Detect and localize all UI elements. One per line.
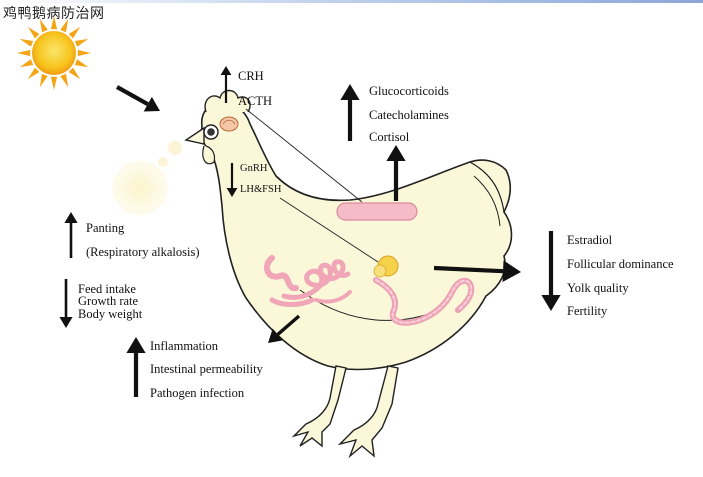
sun-ray: [50, 16, 58, 30]
cortisol-up-arrow: [386, 145, 406, 201]
label-alkalosis: (Respiratory alkalosis): [86, 245, 200, 259]
label-lhfsh: LH&FSH: [240, 184, 282, 195]
hen-legs: [291, 365, 399, 459]
glucocorticoids-up-arrow: [340, 84, 360, 141]
eye-icon: [203, 124, 219, 140]
label-intestinal-permeability: Intestinal permeability: [150, 362, 263, 376]
intestine-outward-arrow: [268, 314, 301, 343]
sun-ray: [68, 67, 81, 80]
label-pathogen-infection: Pathogen infection: [150, 386, 245, 400]
sun-heat-arrow: [115, 85, 160, 112]
label-panting: Panting: [86, 221, 125, 235]
label-acth: ACTH: [238, 94, 273, 108]
sun-ray: [60, 73, 69, 88]
sun-ray: [17, 49, 31, 57]
sun-ray: [19, 38, 34, 47]
reproduction-outward-arrow: [433, 260, 521, 282]
sun-ray: [77, 49, 91, 57]
top-gradient-bar: [0, 0, 703, 3]
panting-up-arrow: [64, 212, 78, 258]
gnrh-lhfsh-down-arrow: [226, 163, 238, 197]
label-estradiol: Estradiol: [567, 233, 613, 247]
label-follicular-dominance: Follicular dominance: [567, 257, 674, 271]
sun-ray: [74, 59, 89, 68]
intestine-organ: [263, 255, 352, 307]
label-yolk-quality: Yolk quality: [567, 281, 629, 295]
sun-ray: [60, 18, 69, 33]
sun-ray: [27, 67, 40, 80]
sun-ray: [39, 18, 48, 33]
label-gnrh: GnRH: [240, 163, 268, 174]
sun-ray: [27, 26, 40, 39]
label-inflammation: Inflammation: [150, 339, 219, 353]
label-fertility: Fertility: [567, 304, 608, 318]
sun-ray: [19, 59, 34, 68]
label-crh: CRH: [238, 69, 264, 83]
label-growth-rate: Growth rate: [78, 294, 139, 308]
arrows: [59, 66, 561, 397]
label-catecholamines: Catecholamines: [369, 108, 449, 122]
ovary-oviduct: [373, 255, 475, 326]
sun-ray: [74, 38, 89, 47]
label-feed-intake: Feed intake: [78, 282, 136, 296]
sun-icon: [17, 16, 91, 90]
label-glucocorticoids: Glucocorticoids: [369, 84, 449, 98]
site-watermark: 鸡鸭鹅病防治网: [3, 6, 105, 22]
sun-ray: [50, 76, 58, 90]
growth-down-arrow: [59, 279, 73, 328]
label-cortisol: Cortisol: [369, 130, 410, 144]
reproduction-down-arrow: [541, 231, 561, 311]
adrenal-organ: [336, 202, 418, 221]
breath-puff: [112, 141, 182, 215]
sun-ray: [39, 73, 48, 88]
sun-ray: [68, 26, 81, 39]
crh-acth-up-arrow: [220, 66, 232, 103]
label-body-weight: Body weight: [78, 307, 143, 321]
connector-lines: [245, 108, 379, 263]
brain-hypothalamus: [219, 116, 239, 132]
intestine-up-arrow: [126, 337, 146, 397]
